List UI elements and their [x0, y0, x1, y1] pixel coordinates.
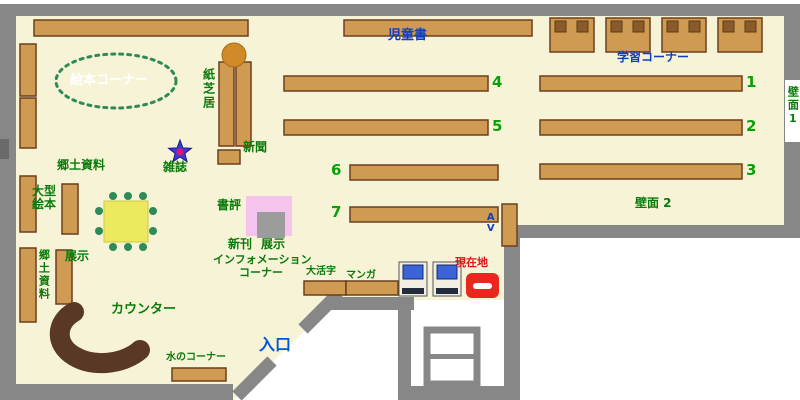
- wall-top: [14, 4, 786, 16]
- wall-left-shelf-3: [19, 175, 37, 233]
- shelf-number-2: 2: [746, 117, 757, 135]
- kamishibai-shelf-2: [235, 61, 252, 147]
- children-books-label: 児童書: [388, 28, 428, 43]
- wall-1-notch: [785, 80, 800, 142]
- large-print-shelf: [303, 280, 347, 296]
- wall-entrance-top: [330, 297, 414, 310]
- information-corner-label-line1: インフォメーション: [213, 253, 312, 266]
- row-3-shelf: [539, 163, 743, 180]
- wall-diagonal-lower: [232, 356, 277, 400]
- wall-left-shelf-1: [19, 43, 37, 97]
- water-corner-label: 水のコーナー: [166, 352, 226, 363]
- manga-label: マンガ: [346, 270, 376, 281]
- display-stand: [257, 212, 285, 238]
- row-1-shelf: [539, 75, 743, 92]
- local-materials-vertical-label: 郷土資料: [37, 249, 51, 301]
- wall-1-label: 壁面1: [786, 86, 800, 127]
- wall-bottom-right-section: [516, 225, 784, 238]
- display-left-label: 展示: [65, 249, 90, 263]
- kamishibai-label: 紙芝居: [201, 68, 216, 110]
- wall-right-lower: [504, 225, 520, 400]
- large-print-label: 大活字: [306, 266, 336, 277]
- entrance-label: 入口: [259, 335, 292, 354]
- water-corner-shelf: [171, 367, 227, 382]
- information-corner-label-line2: コーナー: [239, 266, 283, 279]
- newspaper-label: 新聞: [243, 140, 268, 154]
- new-arrivals-label: 新刊: [228, 237, 253, 251]
- av-label: AV: [485, 212, 497, 234]
- round-table: [221, 42, 247, 68]
- reading-chairs: [95, 192, 157, 251]
- left-door: [0, 139, 9, 159]
- entrance-room-wall-left: [398, 298, 411, 400]
- shelf-number-7: 7: [331, 203, 342, 221]
- row-2-shelf: [539, 119, 743, 136]
- shelf-number-3: 3: [746, 161, 757, 179]
- wall-left-shelf-2: [19, 97, 37, 149]
- counter-desk: [49, 302, 150, 374]
- manga-shelf: [345, 280, 399, 296]
- wall-bottom-left: [0, 384, 233, 400]
- magazine-label: 雑誌: [163, 160, 188, 174]
- shelf-number-4: 4: [492, 73, 503, 91]
- wall-2-label: 壁面 2: [635, 196, 672, 210]
- counter-label: カウンター: [111, 302, 177, 317]
- shelf-number-6: 6: [331, 161, 342, 179]
- kamishibai-shelf-1: [218, 61, 235, 147]
- current-location-marker-stripe: [473, 283, 492, 289]
- shelf-number-1: 1: [746, 73, 757, 91]
- shelf-number-5: 5: [492, 117, 503, 135]
- large-picture-books-label: 大型絵本: [32, 184, 57, 212]
- stairs-step: [429, 354, 475, 359]
- study-chairs: [554, 20, 757, 33]
- wall-left: [0, 4, 16, 386]
- wall-left-shelf-4: [19, 247, 37, 323]
- entrance-room-wall-bottom: [398, 386, 520, 400]
- book-review-label: 書評: [217, 198, 242, 212]
- row-5-shelf: [283, 119, 489, 136]
- top-left-shelf: [33, 19, 249, 37]
- av-shelf: [501, 203, 518, 247]
- children-books-shelf: [343, 19, 533, 37]
- star-center-dot: [176, 148, 184, 156]
- row-4-shelf: [283, 75, 489, 92]
- terminal-2: [432, 261, 462, 297]
- large-picture-books-shelf: [61, 183, 79, 235]
- new-arrivals-display-label: 展示: [261, 237, 286, 251]
- terminal-1: [398, 261, 428, 297]
- row-6-shelf: [349, 164, 499, 181]
- study-corner-label: 学習コーナー: [617, 50, 690, 64]
- wall-diagonal-upper: [298, 288, 344, 334]
- local-materials-shelf: [55, 249, 73, 305]
- picture-book-corner-label: 絵本コーナー: [70, 73, 149, 88]
- newspaper-rack: [217, 149, 241, 165]
- current-location-label: 現在地: [455, 256, 488, 269]
- picture-book-corner-boundary: [54, 52, 178, 110]
- reading-table: [103, 200, 149, 243]
- row-7-shelf: [349, 206, 499, 223]
- local-materials-label: 郷土資料: [57, 158, 106, 172]
